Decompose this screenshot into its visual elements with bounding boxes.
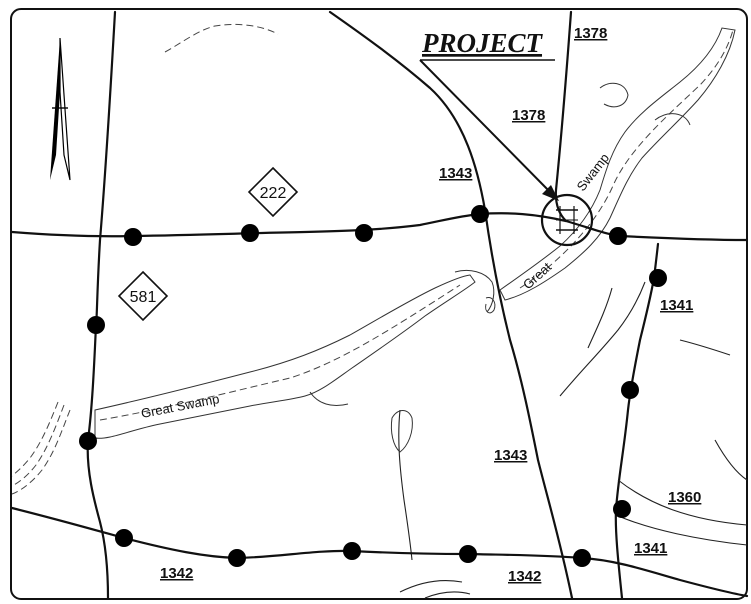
great-swamp-upper-outline [499, 27, 736, 301]
stream-east [559, 281, 646, 397]
project-arrowhead [542, 185, 559, 201]
map-frame [10, 8, 748, 600]
shield-222-label: 222 [260, 185, 287, 202]
route-label-1360: 1360 [668, 489, 701, 506]
road-581 [86, 10, 117, 600]
great-swamp-west-outline [94, 269, 496, 439]
route-label-1341-b: 1341 [634, 540, 667, 557]
road-1360 [617, 479, 748, 526]
road-1343 [328, 10, 574, 600]
stream-bottom [399, 579, 463, 593]
survey-point-icon [621, 381, 639, 399]
survey-point-icon [115, 529, 133, 547]
west-edge-dashed-lines [11, 401, 71, 495]
survey-point-icon [613, 500, 631, 518]
road-1342 [10, 506, 749, 598]
route-label-1342-a: 1342 [160, 565, 193, 582]
route-label-1343-low: 1343 [494, 447, 527, 464]
survey-point-icon [79, 432, 97, 450]
survey-point-icon [87, 316, 105, 334]
survey-point-icon [573, 549, 591, 567]
shield-222: 222 [247, 166, 299, 218]
shield-581: 581 [117, 270, 169, 322]
stream-top-left [164, 23, 279, 53]
pond-center [390, 410, 413, 453]
survey-point-icon [471, 205, 489, 223]
north-arrow-icon [50, 37, 71, 181]
stream-bottom-b [424, 591, 471, 599]
survey-point-icon [343, 542, 361, 560]
project-circle-icon [540, 193, 594, 247]
survey-point-icon [124, 228, 142, 246]
shield-581-label: 581 [130, 289, 157, 306]
project-title: PROJECT [421, 28, 544, 58]
survey-point-icon [241, 224, 259, 242]
route-label-1378-mid: 1378 [512, 107, 545, 124]
road-1360-b [615, 514, 748, 546]
survey-point-icon [459, 545, 477, 563]
survey-point-icon [228, 549, 246, 567]
survey-point-icon [649, 269, 667, 287]
stream-far-east [714, 439, 748, 481]
route-label-1378-top: 1378 [574, 25, 607, 42]
survey-point-icon [355, 224, 373, 242]
project-leader-line [419, 59, 555, 197]
survey-points [79, 205, 667, 567]
stream-east-b [587, 287, 613, 349]
route-label-1341-a: 1341 [660, 297, 693, 314]
stream-ne [679, 339, 731, 356]
survey-point-icon [609, 227, 627, 245]
stream-center [398, 409, 413, 561]
route-label-1343-top: 1343 [439, 165, 472, 182]
route-label-1342-b: 1342 [508, 568, 541, 585]
